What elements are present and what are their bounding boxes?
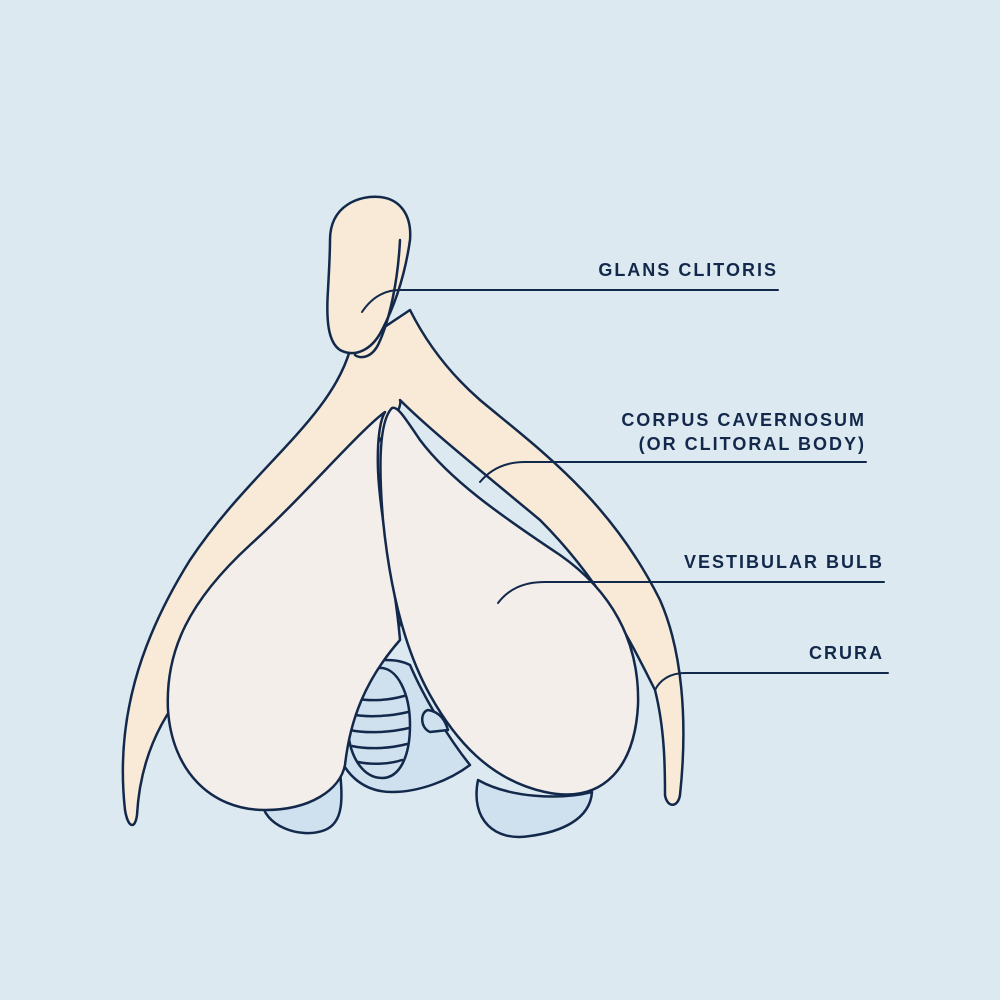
leader-crura	[654, 672, 889, 691]
label-glans-clitoris: GLANS CLITORIS	[598, 260, 778, 280]
right-lower-lobe	[475, 778, 594, 839]
leader-bulb	[497, 581, 885, 604]
leader-corpus	[479, 461, 867, 483]
label-corpus-line1: CORPUS CAVERNOSUM	[621, 410, 866, 430]
underlying-structures	[260, 587, 594, 839]
glans-inner-fold	[353, 238, 402, 359]
leader-glans	[361, 289, 779, 313]
leader-lines	[361, 289, 889, 691]
right-vestibular-bulb	[379, 406, 640, 796]
right-small-tube	[421, 708, 450, 734]
label-vestibular-bulb: VESTIBULAR BULB	[684, 552, 884, 572]
label-corpus-cavernosum: CORPUS CAVERNOSUM (OR CLITORAL BODY)	[621, 408, 866, 456]
label-crura: CRURA	[809, 643, 884, 663]
label-corpus-line2: (OR CLITORAL BODY)	[638, 434, 866, 454]
